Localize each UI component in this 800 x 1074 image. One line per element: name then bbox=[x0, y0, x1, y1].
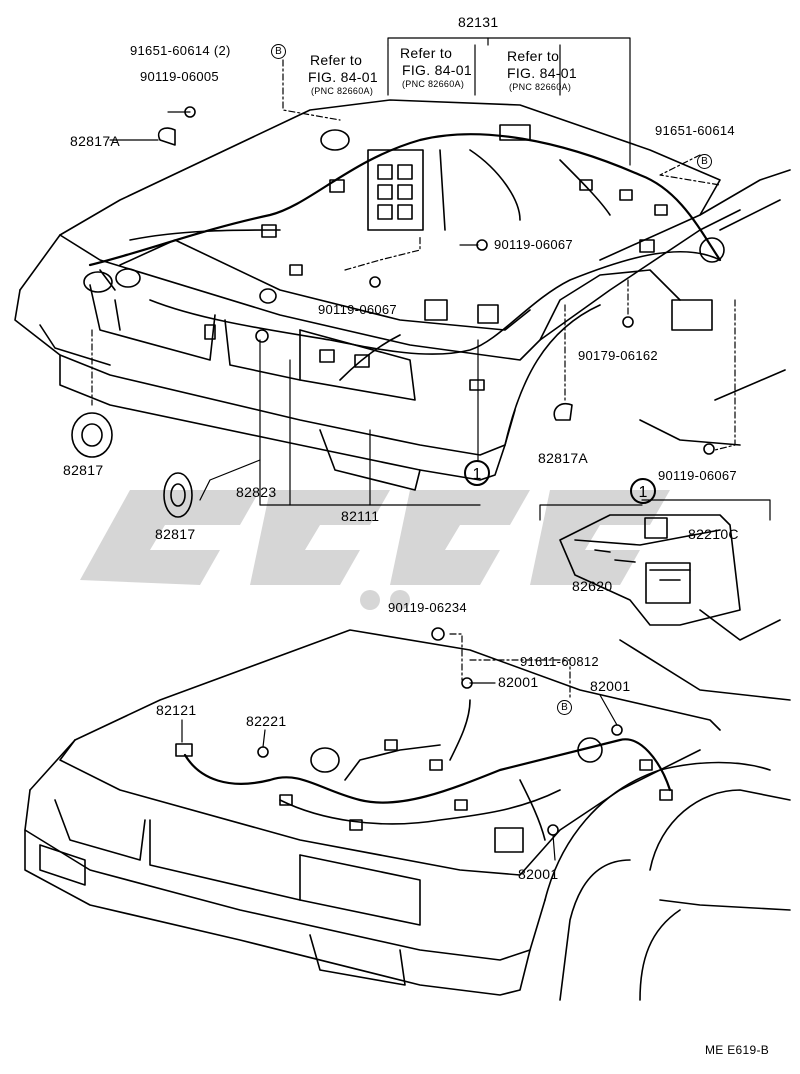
right-relay-block bbox=[671, 299, 713, 331]
main-harness-run bbox=[88, 133, 722, 267]
marker-b-3: B bbox=[557, 700, 572, 715]
lower-hood-outline bbox=[74, 629, 721, 741]
connector-82121 bbox=[175, 743, 193, 757]
part-82620: 82620 bbox=[572, 578, 613, 594]
part-82210C: 82210C bbox=[688, 526, 739, 542]
part-90179-06162: 90179-06162 bbox=[578, 348, 658, 363]
grommet-lower bbox=[577, 737, 603, 763]
horn-82817-b bbox=[163, 472, 193, 518]
part-91651-60614: 91651-60614 bbox=[655, 123, 735, 138]
part-82817A-top: 82817A bbox=[70, 133, 121, 149]
part-90119-06234: 90119-06234 bbox=[388, 600, 467, 615]
part-82111: 82111 bbox=[341, 508, 380, 524]
part-82817-b: 82817 bbox=[155, 526, 196, 542]
lower-harness-run bbox=[183, 738, 672, 804]
part-90119-06005: 90119-06005 bbox=[140, 69, 219, 84]
part-82817A-b: 82817A bbox=[538, 450, 589, 466]
marker-b-2: B bbox=[697, 154, 712, 169]
marker-b-1: B bbox=[271, 44, 286, 59]
part-82121: 82121 bbox=[156, 702, 197, 718]
junction-block bbox=[367, 149, 424, 231]
watermark-logo bbox=[80, 490, 670, 610]
horn-82817-a bbox=[71, 412, 113, 458]
clamp-82817A-top bbox=[157, 127, 176, 146]
relay-82210C bbox=[644, 517, 668, 539]
part-91611-60812: 91611-60812 bbox=[520, 654, 599, 669]
clamp-82817A bbox=[553, 402, 573, 421]
part-82001-c: 82001 bbox=[518, 866, 559, 882]
part-90119-06067-b: 90119-06067 bbox=[318, 302, 397, 317]
part-82823: 82823 bbox=[236, 484, 277, 500]
part-82001-b: 82001 bbox=[590, 678, 631, 694]
marker-1-box: 1 bbox=[630, 478, 656, 504]
part-82001-a: 82001 bbox=[498, 674, 539, 690]
hood-outline bbox=[59, 99, 721, 261]
marker-1-top: 1 bbox=[464, 460, 490, 486]
part-82221: 82221 bbox=[246, 713, 287, 729]
part-82817-a: 82817 bbox=[63, 462, 104, 478]
diagram-code: ME E619-B bbox=[705, 1043, 770, 1057]
part-82131: 82131 bbox=[458, 14, 499, 30]
part-91651-60614-2: 91651-60614 (2) bbox=[130, 43, 231, 58]
part-90119-06067-c: 90119-06067 bbox=[658, 468, 737, 483]
part-90119-06067-a: 90119-06067 bbox=[494, 237, 573, 252]
